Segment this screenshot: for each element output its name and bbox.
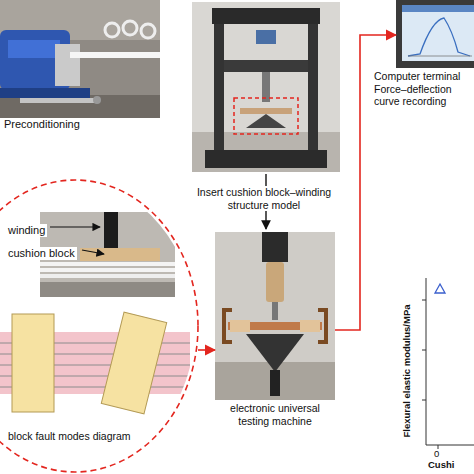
flow-connector — [198, 349, 215, 351]
photo-caption: Computer terminal — [374, 70, 474, 83]
testing-machine-closeup-photo — [215, 232, 335, 400]
text-holder: 0 — [434, 448, 439, 459]
illustration-part — [402, 5, 474, 12]
illustration-part — [105, 23, 119, 37]
photo-caption: Preconditioning — [0, 118, 160, 131]
illustration-part — [40, 268, 175, 272]
illustration-part — [246, 334, 304, 372]
illustration-part — [141, 24, 155, 38]
illustration-part — [70, 52, 160, 58]
illustration-part — [104, 212, 118, 248]
testing-machine-photo — [192, 2, 340, 172]
illustration-part — [123, 21, 137, 35]
partial-chart — [422, 278, 474, 449]
illustration-part — [215, 232, 335, 400]
illustration-part — [422, 400, 426, 401]
illustration-part — [435, 284, 445, 293]
photo-panel: electronic universal testing machine — [215, 232, 335, 430]
illustration-part — [262, 232, 288, 262]
illustration-part — [300, 320, 320, 332]
illustration-part — [270, 370, 280, 396]
illustration-part — [40, 274, 175, 278]
illustration-part — [192, 2, 340, 172]
photo-caption: Force–deflection curve recording — [374, 83, 474, 108]
preconditioning-photo — [0, 0, 160, 118]
photo-panel: Computer terminalForce–deflection curve … — [396, 0, 474, 111]
illustration-part — [40, 282, 175, 297]
illustration-part — [266, 262, 284, 302]
tick-label: 0 — [434, 448, 439, 459]
axis-title: Flexural elastic modulus/MPa — [401, 304, 412, 437]
illustration-part — [55, 44, 80, 86]
illustration-part — [101, 312, 166, 414]
text-holder: Cushi — [428, 459, 454, 470]
illustration-part — [93, 96, 101, 104]
illustration-part — [246, 114, 286, 128]
photo-area — [0, 0, 160, 118]
text-holder: Insert cushion block–winding structure m… — [178, 186, 350, 211]
illustration-part — [212, 8, 320, 24]
illustration-part — [308, 24, 318, 164]
illustration-part — [12, 314, 54, 412]
illustration-part — [224, 310, 232, 342]
illustration-part — [0, 0, 160, 118]
illustration-part — [256, 30, 276, 44]
illustration-part — [8, 40, 60, 58]
photo-caption: electronic universal testing machine — [215, 402, 335, 427]
computer-screen-photo — [396, 0, 474, 68]
illustration-part — [272, 302, 278, 320]
illustration-part — [422, 300, 426, 301]
text-holder: Flexural elastic modulus/MPa — [407, 366, 474, 384]
step-label: Insert cushion block–winding structure m… — [178, 186, 350, 211]
illustration-part — [224, 60, 308, 72]
illustration-part — [318, 310, 326, 342]
illustration-part — [20, 98, 95, 103]
photo-panel: Preconditioning — [0, 0, 160, 134]
illustration-part — [205, 150, 327, 168]
part-label: winding — [6, 224, 47, 237]
leader-arrow — [50, 226, 100, 227]
illustration-part — [230, 320, 250, 332]
dashed-ellipse — [0, 180, 198, 472]
illustration-part — [214, 24, 224, 164]
diagram-caption: block fault modes diagram — [8, 430, 131, 443]
part-label: cushion block — [6, 247, 77, 260]
illustration-part — [0, 95, 160, 118]
fault-modes-diagram — [0, 312, 190, 414]
axis-label: Cushi — [428, 459, 454, 470]
illustration-part — [0, 88, 90, 98]
leader-arrow — [82, 250, 104, 254]
illustration-part — [40, 262, 175, 266]
text-holder: cushion block — [6, 243, 77, 261]
illustration-part — [408, 56, 472, 57]
illustration-part — [422, 350, 426, 351]
illustration-part — [240, 108, 292, 114]
illustration-part — [396, 0, 474, 68]
photo-area — [215, 232, 335, 402]
photo-area — [396, 0, 474, 70]
text-holder: winding — [6, 220, 47, 238]
text-holder: block fault modes diagram — [8, 430, 131, 443]
illustration-part — [80, 248, 160, 261]
illustration-part — [408, 18, 470, 56]
illustration-part — [234, 98, 298, 134]
illustration-part — [402, 5, 474, 61]
illustration-part — [426, 278, 427, 445]
illustration-part — [426, 445, 474, 446]
